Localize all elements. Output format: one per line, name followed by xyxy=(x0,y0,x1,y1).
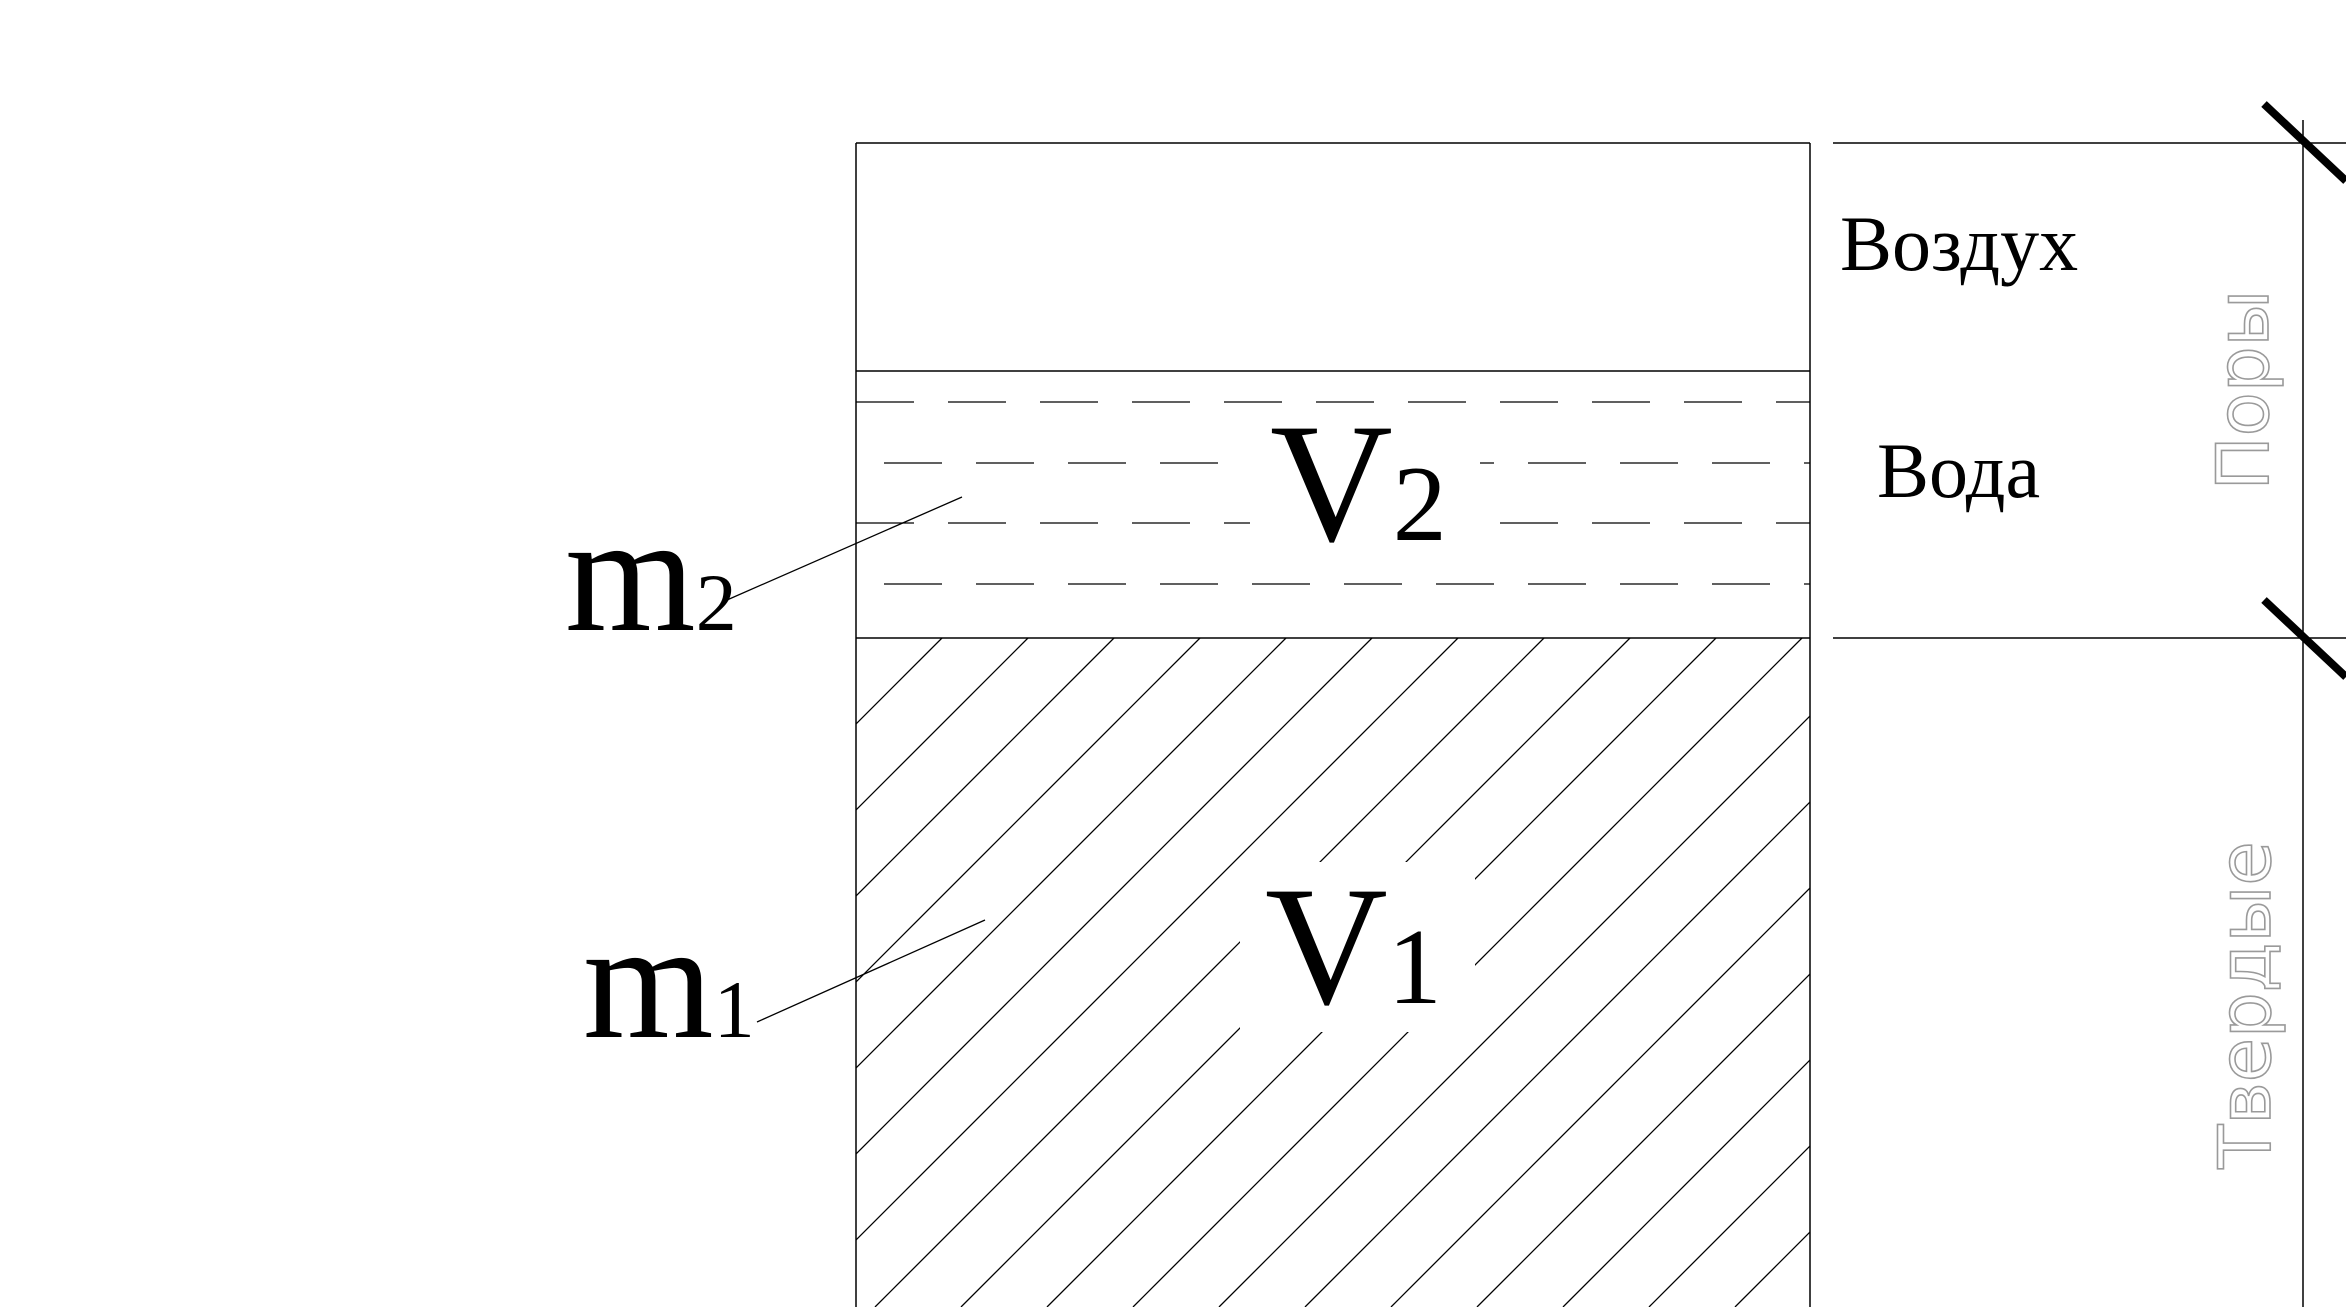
hatch-line xyxy=(856,638,1373,1155)
v1-label-letter: V xyxy=(1265,852,1388,1040)
hatch-line xyxy=(856,638,857,639)
solids-label: Твердые xyxy=(2203,841,2287,1169)
v2-label-letter: V xyxy=(1270,389,1393,577)
m2-label-subscript: 2 xyxy=(696,557,737,648)
water-label: Вода xyxy=(1877,427,2040,514)
dimension-tick-top xyxy=(2261,101,2346,184)
dimension-tick-middle xyxy=(2261,597,2346,680)
air-label: Воздух xyxy=(1840,200,2078,287)
m2-label: m2 xyxy=(565,481,737,667)
m1-label-subscript: 1 xyxy=(714,964,755,1055)
hatch-line xyxy=(1476,973,1810,1307)
dimension-lines xyxy=(1833,120,2346,1307)
m1-label: m1 xyxy=(583,888,755,1074)
hatch-line xyxy=(856,638,1115,897)
m2-leader-line xyxy=(726,496,963,601)
v1-label-subscript: 1 xyxy=(1388,908,1442,1027)
v2-label-subscript: 2 xyxy=(1393,445,1447,564)
hatch-line xyxy=(856,638,1459,1241)
hatch-line xyxy=(1648,1145,1810,1307)
hatch-line xyxy=(1304,801,1810,1307)
m2-label-letter: m xyxy=(565,481,696,667)
m1-leader-line xyxy=(756,919,986,1023)
hatch-line xyxy=(856,638,1201,983)
hatch-line xyxy=(856,638,1029,811)
v2-label: V2 xyxy=(1270,389,1447,577)
hatch-line xyxy=(1562,1059,1810,1307)
v2-label-bg xyxy=(1250,415,1480,565)
v1-label: V1 xyxy=(1265,852,1442,1040)
dimension-ticks xyxy=(2261,101,2346,680)
solid-hatch xyxy=(856,638,1810,1307)
hatch-line xyxy=(1218,715,1810,1307)
column-outline xyxy=(855,142,1811,1307)
hatch-line xyxy=(856,638,1287,1069)
v1-label-bg xyxy=(1240,862,1475,1032)
pores-label: Поры xyxy=(2201,290,2285,491)
leader-lines xyxy=(726,496,986,1023)
m1-label-letter: m xyxy=(583,888,714,1074)
hatch-line xyxy=(874,638,1545,1307)
hatch-line xyxy=(1390,887,1810,1307)
